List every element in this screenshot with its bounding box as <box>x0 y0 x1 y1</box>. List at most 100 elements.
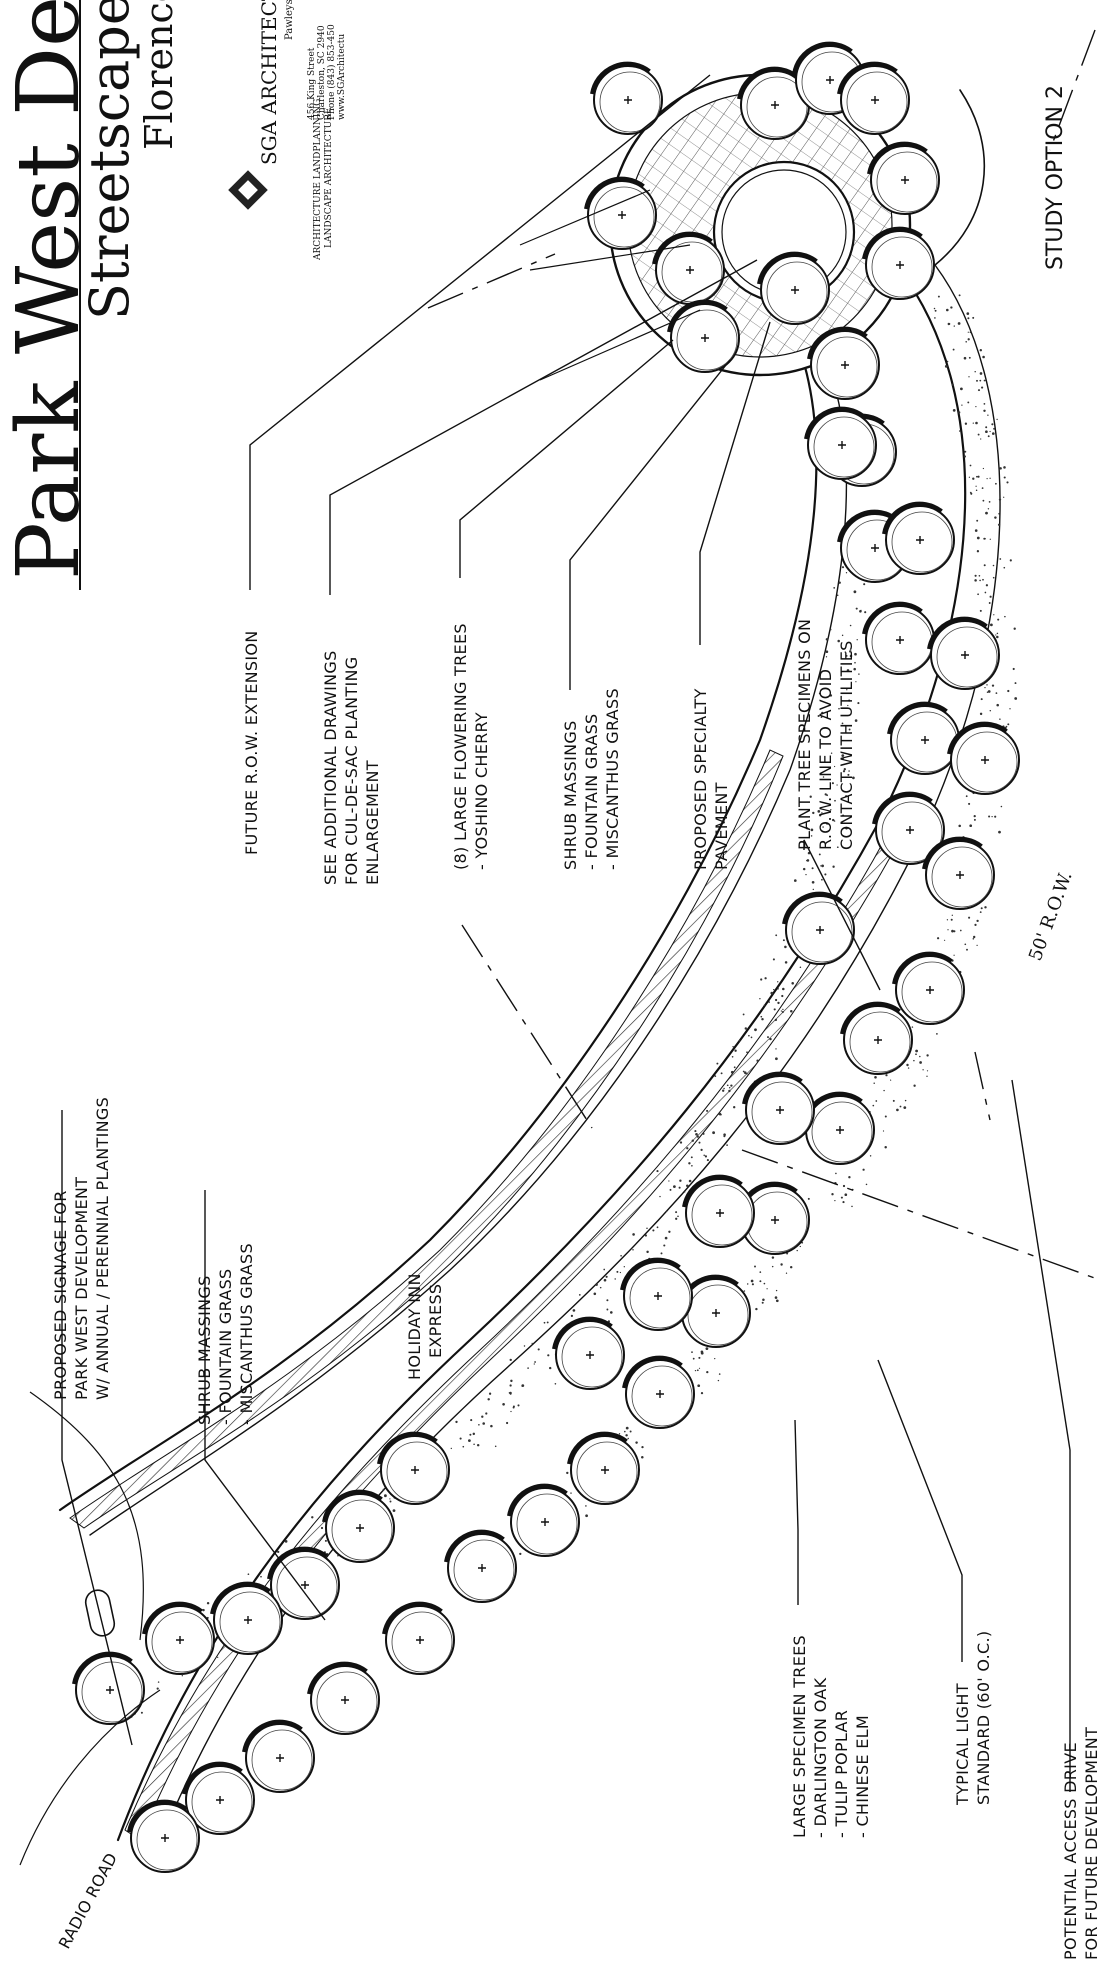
svg-text:LARGE SPECIMEN TREES: LARGE SPECIMEN TREES <box>790 1635 809 1838</box>
firm-services-2: LANDSCAPE ARCHITECTURE <box>324 107 334 248</box>
property-lines <box>19 189 701 1866</box>
tree-symbol <box>840 1001 913 1075</box>
tree-symbol <box>862 226 935 300</box>
svg-text:PAVEMENT: PAVEMENT <box>712 782 731 870</box>
svg-text:FUTURE R.O.W. EXTENSION: FUTURE R.O.W. EXTENSION <box>242 630 261 855</box>
tree-symbol <box>867 141 940 215</box>
project-title: Park West Developmen <box>0 0 99 580</box>
callout-flowering-trees: (8) LARGE FLOWERING TREES - YOSHINO CHER… <box>451 623 491 870</box>
svg-text:(8) LARGE FLOWERING TREES: (8) LARGE FLOWERING TREES <box>451 623 470 870</box>
svg-text:- DARLINGTON OAK: - DARLINGTON OAK <box>811 1677 830 1838</box>
svg-text:EXPRESS: EXPRESS <box>426 1284 445 1358</box>
tree-symbol <box>590 61 663 135</box>
callout-shrub-top: SHRUB MASSINGS - FOUNTAIN GRASS - MISCAN… <box>561 688 622 870</box>
tree-symbol <box>567 1431 640 1505</box>
svg-text:PROPOSED SIGNAGE FOR: PROPOSED SIGNAGE FOR <box>51 1190 70 1400</box>
callout-signage: PROPOSED SIGNAGE FOR PARK WEST DEVELOPME… <box>51 1097 112 1400</box>
row-label: 50' R.O.W. <box>1025 869 1077 964</box>
svg-text:ENLARGEMENT: ENLARGEMENT <box>363 760 382 885</box>
callout-pavement: PROPOSED SPECIALTY PAVEMENT <box>691 688 731 870</box>
tree-symbol <box>892 951 965 1025</box>
svg-text:SEE ADDITIONAL DRAWINGS: SEE ADDITIONAL DRAWINGS <box>321 650 340 885</box>
tree-symbol <box>862 601 935 675</box>
tree-symbol <box>620 1257 693 1331</box>
study-option-label: STUDY OPTION 2 <box>1043 85 1068 270</box>
firm-tagline: Pawleys Island / Charle <box>284 0 295 40</box>
svg-text:W/ ANNUAL / PERENNIAL PLANTING: W/ ANNUAL / PERENNIAL PLANTINGS <box>93 1097 112 1400</box>
callout-specimen-trees: LARGE SPECIMEN TREES - DARLINGTON OAK - … <box>790 1635 872 1838</box>
project-location: Florence, S <box>137 0 181 150</box>
tree-symbol <box>552 1316 625 1390</box>
tree-symbol <box>652 231 725 305</box>
tree-symbol <box>142 1601 215 1675</box>
firm-address-1: 456 King Street <box>307 47 317 120</box>
svg-text:- FOUNTAIN GRASS: - FOUNTAIN GRASS <box>582 713 601 870</box>
tree-symbol <box>182 1761 255 1835</box>
callout-future-row: FUTURE R.O.W. EXTENSION <box>242 630 261 855</box>
project-subtitle: Streetscape Studi <box>78 0 141 320</box>
callout-light: TYPICAL LIGHT STANDARD (60' O.C.) <box>953 1631 993 1806</box>
tree-symbol <box>72 1651 145 1725</box>
tree-symbol <box>804 406 877 480</box>
svg-text:- YOSHINO CHERRY: - YOSHINO CHERRY <box>472 712 491 870</box>
tree-symbol <box>322 1489 395 1563</box>
tree-symbol <box>667 299 740 373</box>
svg-text:TYPICAL LIGHT: TYPICAL LIGHT <box>953 1683 972 1806</box>
tree-symbol <box>887 701 960 775</box>
svg-text:FOR FUTURE DEVELOPMENT: FOR FUTURE DEVELOPMENT <box>1082 1727 1101 1960</box>
tree-symbol <box>444 1529 517 1603</box>
tree-symbol <box>584 176 657 250</box>
tree-symbol <box>210 1581 283 1655</box>
tree-symbol <box>307 1661 380 1735</box>
callout-plant-trees: PLANT TREE SPECIMENS ON R.O.W. LINE TO A… <box>795 619 856 850</box>
firm-services-1: ARCHITECTURE LANDPLANNING <box>313 99 323 261</box>
firm-address-4: www.SGArchitectu <box>337 34 347 120</box>
title-block: Park West Developmen Streetscape Studi F… <box>0 0 1068 590</box>
svg-text:- FOUNTAIN GRASS: - FOUNTAIN GRASS <box>216 1268 235 1425</box>
svg-text:HOLIDAY INN: HOLIDAY INN <box>405 1273 424 1380</box>
callout-leaders <box>61 74 1071 1792</box>
tree-symbol <box>837 61 910 135</box>
svg-text:SHRUB MASSINGS: SHRUB MASSINGS <box>195 1275 214 1425</box>
firm-address-3: Phone (843) 853-450 <box>326 24 337 120</box>
tree-symbol <box>802 1091 875 1165</box>
tree-symbol <box>882 501 955 575</box>
tree-symbol <box>872 791 945 865</box>
holiday-inn-label: HOLIDAY INN EXPRESS <box>405 1273 445 1380</box>
tree-symbol <box>927 616 1000 690</box>
tree-symbol <box>127 1799 200 1873</box>
tree-symbol <box>682 1174 755 1248</box>
svg-text:FOR CUL-DE-SAC PLANTING: FOR CUL-DE-SAC PLANTING <box>342 657 361 885</box>
tree-symbol <box>622 1355 695 1429</box>
callout-see-drawings: SEE ADDITIONAL DRAWINGS FOR CUL-DE-SAC P… <box>321 650 382 885</box>
callout-access: POTENTIAL ACCESS DRIVE FOR FUTURE DEVELO… <box>1061 1727 1101 1960</box>
tree-symbol <box>242 1719 315 1793</box>
svg-text:POTENTIAL ACCESS DRIVE: POTENTIAL ACCESS DRIVE <box>1061 1742 1080 1960</box>
tree-symbol <box>807 326 880 400</box>
svg-text:CONTACT WITH UTILITIES: CONTACT WITH UTILITIES <box>837 640 856 850</box>
firm-name: SGA ARCHITECTUR <box>257 0 281 165</box>
tree-symbol <box>922 836 995 910</box>
tree-symbol <box>382 1601 455 1675</box>
tree-symbol <box>507 1483 580 1557</box>
svg-text:PROPOSED SPECIALTY: PROPOSED SPECIALTY <box>691 688 710 870</box>
tree-symbol <box>742 1071 815 1145</box>
svg-text:- MISCANTHUS GRASS: - MISCANTHUS GRASS <box>237 1243 256 1425</box>
tree-symbol <box>757 251 830 325</box>
tree-symbol <box>377 1431 450 1505</box>
road-label: RADIO ROAD <box>55 1850 121 1952</box>
tree-symbol <box>782 891 855 965</box>
callout-shrub-bottom: SHRUB MASSINGS - FOUNTAIN GRASS - MISCAN… <box>195 1243 256 1425</box>
svg-text:- TULIP POPLAR: - TULIP POPLAR <box>832 1710 851 1838</box>
tree-symbol <box>947 721 1020 795</box>
svg-text:SHRUB MASSINGS: SHRUB MASSINGS <box>561 720 580 870</box>
svg-text:PARK WEST DEVELOPMENT: PARK WEST DEVELOPMENT <box>72 1177 91 1400</box>
tree-symbols <box>72 41 1020 1873</box>
row-lines <box>427 29 1101 1281</box>
svg-text:- MISCANTHUS GRASS: - MISCANTHUS GRASS <box>603 688 622 870</box>
svg-text:STANDARD (60' O.C.): STANDARD (60' O.C.) <box>974 1631 993 1805</box>
svg-text:R.O.W. LINE TO AVOID: R.O.W. LINE TO AVOID <box>816 669 835 850</box>
firm-address-2: Charleston, SC 2940 <box>317 25 327 120</box>
